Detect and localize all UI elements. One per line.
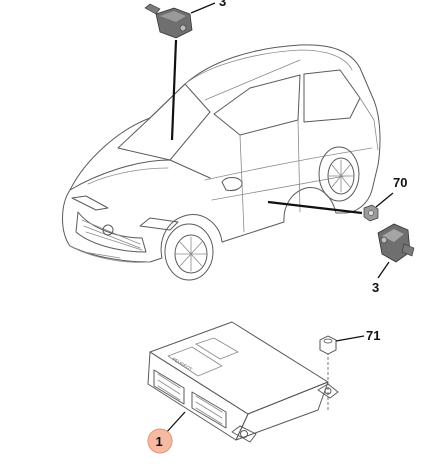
top-crash-sensor xyxy=(144,3,193,39)
side-crash-sensor xyxy=(377,223,415,263)
callout-3-top: 3 xyxy=(219,0,226,9)
car-illustration xyxy=(62,44,381,281)
nut-70 xyxy=(363,204,379,222)
link-top-sensor-to-car xyxy=(170,39,178,141)
callout-71: 71 xyxy=(366,328,380,343)
callout-3-side: 3 xyxy=(372,280,379,295)
leader-top-sensor xyxy=(190,2,216,14)
leader-70 xyxy=(375,192,394,208)
callout-70: 70 xyxy=(393,175,407,190)
leader-1 xyxy=(164,411,186,435)
highlight-circle-1 xyxy=(147,428,173,454)
link-side-sensor-to-car xyxy=(267,200,363,215)
ecu-label: PEUGEOT xyxy=(172,357,194,372)
leader-3-side xyxy=(377,261,390,279)
callout-1: 1 xyxy=(156,434,163,449)
airbag-ecu: PEUGEOT xyxy=(147,321,339,443)
nut-71 xyxy=(319,335,337,355)
leader-71 xyxy=(335,335,365,342)
